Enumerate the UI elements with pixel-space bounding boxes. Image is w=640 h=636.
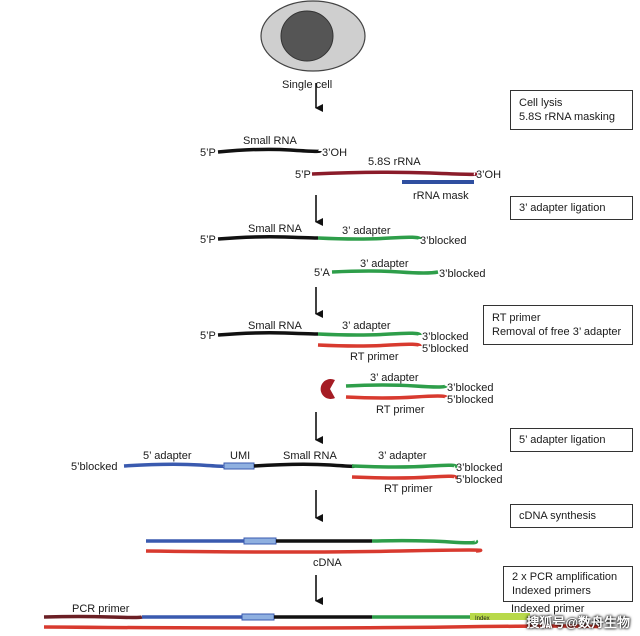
rt-small-rna [217, 331, 319, 337]
cdna-umi-segment [243, 537, 277, 545]
rt-primer-strand [317, 342, 422, 348]
step-rt-line-2: Removal of free 3’ adapter [492, 326, 622, 338]
ligated-3-adapter [317, 235, 422, 241]
free-3blocked-label: 3’blocked [439, 268, 485, 280]
index-segment [470, 613, 530, 620]
ligated-small-rna [217, 235, 319, 241]
rt-primer-label: RT primer [350, 351, 399, 363]
step-box-lysis: Cell lysis 5.8S rRNA masking [510, 90, 633, 130]
index-label: Index [475, 616, 490, 622]
cdna-label: cDNA [313, 557, 342, 569]
umi-segment [223, 462, 255, 470]
adapter5-label: 5’ adapter [143, 450, 192, 462]
ligated-5p-label: 5’P [200, 234, 216, 246]
rt-3blocked-label: 3’blocked [422, 331, 468, 343]
step-lysis-line-2: 5.8S rRNA masking [519, 111, 615, 123]
removed-rt-primer-label: RT primer [376, 404, 425, 416]
removed-3blocked-label: 3’blocked [447, 382, 493, 394]
lig5-3blocked-label: 3’blocked [456, 462, 502, 474]
lig5-5blocked-label: 5’blocked [456, 474, 502, 486]
step-ligation5-line-1: 5’ adapter ligation [519, 434, 606, 446]
indexed-primer-label: Indexed primer [511, 603, 585, 615]
ligated-3-adapter-label: 3’ adapter [342, 225, 391, 237]
lig5-3-adapter [351, 463, 458, 469]
rna-3oh-label: 3’OH [322, 147, 347, 159]
free-adapter-removal-icon [320, 379, 335, 399]
removed-5blocked-label: 5’blocked [447, 394, 493, 406]
step-box-pcr: 2 x PCR amplification Indexed primers [503, 566, 633, 602]
single-cell-label: Single cell [282, 79, 332, 91]
umi-label: UMI [230, 450, 250, 462]
watermark-text: 搜狐号@数舟生物 [526, 615, 630, 630]
small-rna-label: Small RNA [243, 135, 297, 147]
ligated-small-rna-label: Small RNA [248, 223, 302, 235]
step-box-5-adapter-ligation: 5’ adapter ligation [510, 428, 633, 452]
rrna-5p-label: 5’P [295, 169, 311, 181]
removed-rt-primer [345, 394, 448, 400]
cdna-top-adapter3 [371, 538, 479, 545]
pcr-primer-label: PCR primer [72, 603, 130, 615]
pcr-bottom-strand [43, 624, 602, 630]
step-box-rt-primer: RT primer Removal of free 3’ adapter [483, 305, 633, 345]
cdna-strand [145, 548, 483, 554]
pcr-umi-segment [241, 613, 275, 621]
step-box-3-adapter-ligation: 3’ adapter ligation [510, 196, 633, 220]
step-pcr-line-1: 2 x PCR amplification [512, 571, 618, 583]
removed-3-adapter [345, 383, 448, 389]
rrna-5-8s-label: 5.8S rRNA [368, 156, 421, 168]
step-pcr-line-2: Indexed primers [512, 585, 591, 597]
rrna-3oh-label: 3’OH [476, 169, 501, 181]
free-3-adapter [331, 269, 439, 275]
pcr-primer-strand [43, 614, 143, 620]
step-lysis-line-1: Cell lysis [519, 97, 563, 109]
step-cdna-line-1: cDNA synthesis [519, 510, 597, 522]
lig5-3-adapter-label: 3’ adapter [378, 450, 427, 462]
rrna-5-8s-strand [311, 170, 478, 177]
adapter5-5blocked-label: 5’blocked [71, 461, 117, 473]
rt-3-adapter-label: 3’ adapter [342, 320, 391, 332]
removed-3-adapter-label: 3’ adapter [370, 372, 419, 384]
step-rt-line-1: RT primer [492, 312, 541, 324]
ligated-3blocked-label: 3’blocked [420, 235, 466, 247]
rt-3-adapter [317, 331, 422, 337]
step-box-cdna-synthesis: cDNA synthesis [510, 504, 633, 528]
single-cell-icon [260, 0, 366, 72]
rt-small-rna-label: Small RNA [248, 320, 302, 332]
rrna-mask-label: rRNA mask [413, 190, 469, 202]
rt-5p-label: 5’P [200, 330, 216, 342]
lig5-small-rna [253, 462, 356, 469]
free-adapter-5a-label: 5’A [314, 267, 331, 279]
rna-5p-label: 5’P [200, 147, 216, 159]
step-ligation3-line-1: 3’ adapter ligation [519, 202, 606, 214]
lig5-rt-primer [351, 474, 458, 480]
small-rna-strand [217, 147, 322, 154]
free-3-adapter-label: 3’ adapter [360, 258, 409, 270]
adapter5-strand [123, 462, 227, 469]
lig5-small-rna-label: Small RNA [283, 450, 337, 462]
lig5-rt-primer-label: RT primer [384, 483, 433, 495]
rt-5blocked-label: 5’blocked [422, 343, 468, 355]
